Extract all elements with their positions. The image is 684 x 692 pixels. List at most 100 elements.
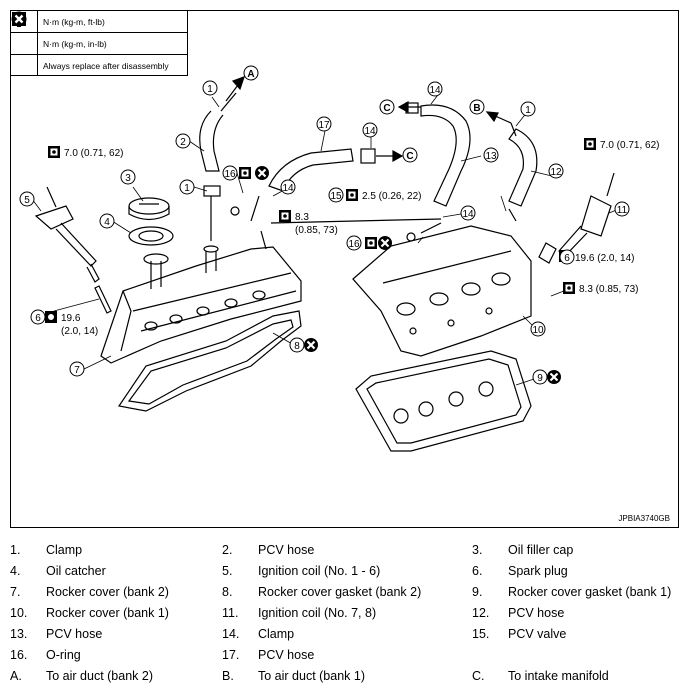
svg-text:1: 1 <box>184 183 190 194</box>
pcv-hose-17 <box>230 148 376 222</box>
svg-text:15: 15 <box>330 191 342 202</box>
svg-text:13: 13 <box>485 151 497 162</box>
callout: B <box>469 99 485 115</box>
callout: C <box>402 147 418 163</box>
svg-text:14: 14 <box>462 209 474 220</box>
torque-label: (0.85, 73) <box>295 225 338 236</box>
torque-wrench-small-icon <box>346 189 358 201</box>
torque-wrench-small-icon <box>563 282 575 294</box>
torque-label: 8.3 <box>295 212 309 223</box>
callouts: 1 1 1 2 3 4 5 6 6 7 8 9 10 11 12 13 14 1… <box>19 65 630 385</box>
symbol-legend: N·m (kg-m, ft-lb) N·m (kg-m, in-lb) Alwa… <box>11 11 188 76</box>
legend-row: Always replace after disassembly <box>11 11 187 76</box>
oil-catcher <box>128 226 174 246</box>
svg-text:1: 1 <box>207 84 213 95</box>
legend-text: N·m (kg-m, in-lb) <box>43 38 107 49</box>
spark-plug-bank1 <box>538 242 557 264</box>
oring-icon <box>239 167 251 179</box>
replace-x-icon <box>302 336 320 354</box>
callout: 1 <box>202 80 218 96</box>
svg-text:9: 9 <box>537 373 543 384</box>
ignition-coil-bank1 <box>558 172 615 257</box>
callout: 5 <box>19 191 35 207</box>
torque-label: 19.6 <box>61 313 81 324</box>
torque-label: 7.0 (0.71, 62) <box>64 148 123 159</box>
ignition-coil-bank2 <box>34 186 100 283</box>
svg-text:1: 1 <box>525 105 531 116</box>
exploded-diagram: N·m (kg-m, ft-lb) N·m (kg-m, in-lb) Alwa… <box>10 10 679 528</box>
callout: 13 <box>483 147 499 163</box>
spark-plug-socket-icon <box>45 311 57 323</box>
callout: 9 <box>532 369 548 385</box>
callout: 10 <box>530 321 546 337</box>
rocker-cover-bank2 <box>100 245 302 364</box>
svg-text:B: B <box>473 103 480 114</box>
torque-label: 19.6 (2.0, 14) <box>575 253 634 264</box>
callout: 12 <box>548 163 564 179</box>
callout: 14 <box>280 179 296 195</box>
oil-filler-cap <box>128 197 170 221</box>
callout: 15 <box>328 187 344 203</box>
diagram-drawing: 1 1 1 2 3 4 5 6 6 7 8 9 10 11 12 13 14 1… <box>19 65 659 452</box>
pcv-valve <box>260 218 442 250</box>
rocker-cover-gasket-bank2 <box>117 310 302 412</box>
svg-text:10: 10 <box>532 325 544 336</box>
svg-text:4: 4 <box>104 217 110 228</box>
oring-icon <box>365 237 377 249</box>
svg-text:A: A <box>247 69 254 80</box>
callout: A <box>243 65 259 81</box>
svg-text:6: 6 <box>35 313 41 324</box>
torque-label: 2.5 (0.26, 22) <box>362 191 421 202</box>
callout: 11 <box>614 201 630 217</box>
svg-text:2: 2 <box>180 137 186 148</box>
callout: 17 <box>316 116 332 132</box>
rocker-cover-gasket-bank1 <box>355 350 532 452</box>
svg-text:16: 16 <box>224 169 236 180</box>
svg-text:C: C <box>406 151 413 162</box>
svg-text:16: 16 <box>348 239 360 250</box>
torque-wrench-icon <box>584 138 596 150</box>
spark-plug-bank2 <box>94 285 112 314</box>
torque-labels: 7.0 (0.71, 62) 7.0 (0.71, 62) 2.5 (0.26,… <box>61 140 659 337</box>
callout: 4 <box>99 213 115 229</box>
callout: 8 <box>289 337 305 353</box>
callout: 6 <box>30 309 46 325</box>
torque-label: 7.0 (0.71, 62) <box>600 140 659 151</box>
direction-arrows <box>225 76 512 163</box>
svg-text:7: 7 <box>74 365 80 376</box>
torque-wrench-small-icon <box>279 210 291 222</box>
svg-text:17: 17 <box>318 120 330 131</box>
legend-text: Always replace after disassembly <box>43 60 169 71</box>
svg-text:8: 8 <box>294 341 300 352</box>
callout: 2 <box>175 133 191 149</box>
replace-x-icon <box>545 368 563 386</box>
torque-label: 8.3 (0.85, 73) <box>579 284 638 295</box>
callout: C <box>379 99 395 115</box>
replace-x-icon <box>11 11 38 76</box>
callout: 16 <box>222 165 238 181</box>
svg-text:12: 12 <box>550 167 562 178</box>
callout: 1 <box>179 179 195 195</box>
figure-id: JPBIA3740GB <box>618 514 670 523</box>
callout: 6 <box>559 249 575 265</box>
svg-text:6: 6 <box>564 253 570 264</box>
callout: 1 <box>520 101 536 117</box>
callout: 14 <box>460 205 476 221</box>
svg-text:14: 14 <box>429 85 441 96</box>
callout: 16 <box>346 235 362 251</box>
rocker-cover-bank1 <box>352 225 532 357</box>
pcv-hose-12 <box>508 122 538 222</box>
callout: 7 <box>69 361 85 377</box>
replace-x-icon <box>253 164 271 182</box>
legend-text: N·m (kg-m, ft-lb) <box>43 16 105 27</box>
callout: 3 <box>120 169 136 185</box>
svg-text:11: 11 <box>617 205 628 216</box>
pcv-hose-2 <box>199 92 237 241</box>
svg-text:3: 3 <box>125 173 131 184</box>
callout: 14 <box>427 81 443 97</box>
svg-text:5: 5 <box>24 195 30 206</box>
svg-text:14: 14 <box>282 183 294 194</box>
torque-label: (2.0, 14) <box>61 326 98 337</box>
torque-wrench-icon <box>48 146 60 158</box>
svg-text:14: 14 <box>364 126 376 137</box>
